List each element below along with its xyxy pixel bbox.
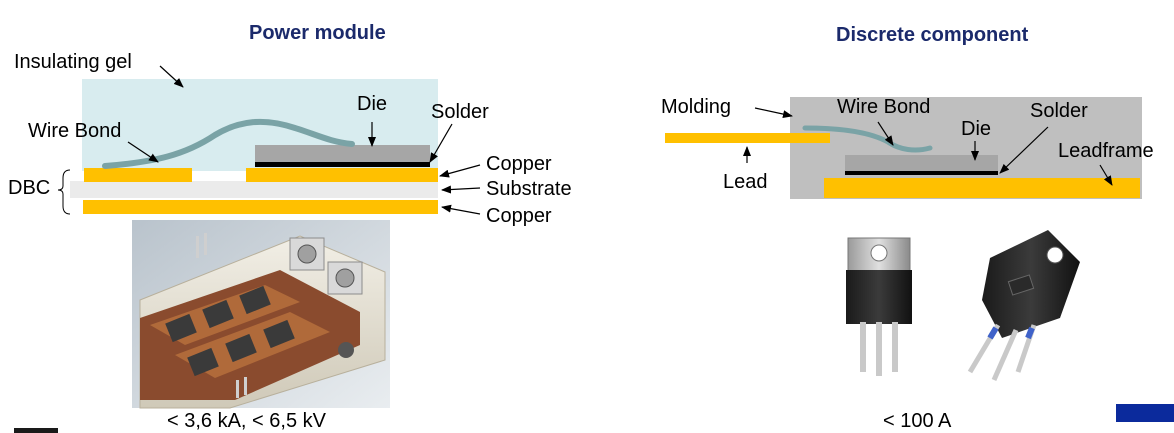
solder-discrete-arrow — [999, 126, 1049, 174]
discrete-component-title: Discrete component — [836, 24, 1029, 46]
copper-bottom-label: Copper — [486, 205, 552, 227]
power-module-title: Power module — [249, 22, 386, 44]
solder-arrow — [429, 123, 453, 163]
die-block-discrete — [845, 155, 998, 172]
lead — [665, 133, 830, 143]
die-block — [255, 145, 430, 163]
dbc-brace — [57, 169, 71, 215]
wire-bond — [102, 118, 355, 169]
molding-arrow — [754, 107, 793, 119]
solder-label: Solder — [431, 101, 489, 123]
logo-fragment — [14, 428, 58, 433]
insulating-gel-arrow — [159, 65, 184, 88]
substrate-layer — [70, 181, 438, 198]
die-label: Die — [357, 93, 388, 115]
lead-label: Lead — [723, 171, 768, 193]
copper-bottom-arrow — [441, 204, 481, 215]
to220-package-photo — [846, 237, 912, 376]
substrate-arrow — [441, 185, 481, 194]
wire-bond-arrow — [127, 141, 159, 163]
wire-bond-discrete-label: Wire Bond — [837, 96, 931, 118]
substrate-label: Substrate — [486, 178, 572, 200]
leadframe-label: Leadframe — [1058, 140, 1154, 162]
die-discrete-label: Die — [961, 118, 992, 140]
power-module-photo — [132, 220, 390, 409]
wire-bond-label: Wire Bond — [28, 120, 122, 142]
copper-pad-right — [246, 168, 438, 182]
brand-bar — [1116, 404, 1174, 422]
to247-package-photo — [967, 230, 1080, 382]
solder-layer-discrete — [845, 171, 998, 175]
discrete-rating: < 100 A — [883, 410, 952, 432]
copper-pad-left — [84, 168, 192, 182]
discrete-component-cross-section — [665, 97, 1142, 199]
solder-layer — [255, 162, 430, 167]
power-module-cross-section — [57, 65, 481, 215]
leadframe — [824, 178, 1140, 198]
leadframe-arrow — [1099, 164, 1113, 186]
copper-top-label: Copper — [486, 153, 552, 175]
wire-bond-discrete-arrow — [877, 121, 894, 146]
power-module-rating: < 3,6 kA, < 6,5 kV — [167, 410, 326, 432]
dbc-label: DBC — [8, 177, 51, 199]
copper-bottom-layer — [83, 200, 438, 214]
molding-label: Molding — [661, 96, 732, 118]
copper-top-arrow — [439, 164, 481, 178]
insulating-gel-label: Insulating gel — [14, 51, 132, 73]
solder-discrete-label: Solder — [1030, 100, 1088, 122]
